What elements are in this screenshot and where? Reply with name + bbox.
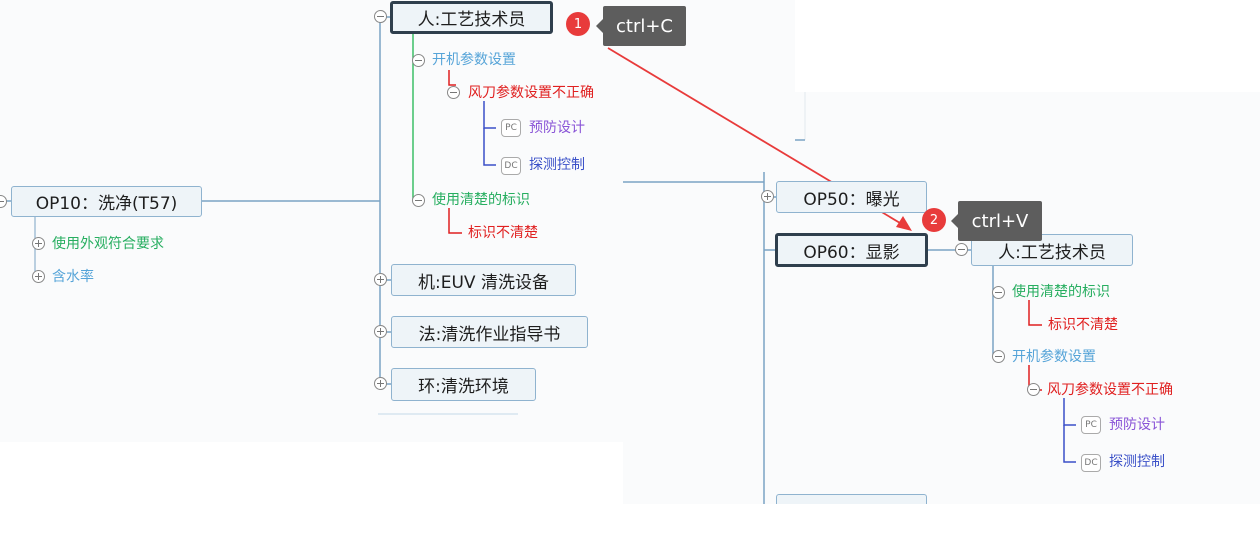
expand-method-toggle[interactable] [374, 325, 387, 338]
root-child-moisture[interactable]: 含水率 [52, 269, 94, 285]
collapse-clear-mark-toggle[interactable] [412, 194, 425, 207]
op60-node-selected[interactable]: OP60：显影 [775, 233, 928, 267]
branch-person-node-selected[interactable]: 人:工艺技术员 [390, 1, 553, 34]
pasted-startup-params-label[interactable]: 开机参数设置 [1012, 349, 1096, 365]
air-knife-label[interactable]: 风刀参数设置不正确 [468, 85, 594, 101]
collapse-pasted-startup-toggle[interactable] [992, 350, 1005, 363]
expand-op50-toggle[interactable] [761, 190, 774, 203]
detection-control-label[interactable]: 探测控制 [529, 157, 585, 173]
expand-env-toggle[interactable] [374, 377, 387, 390]
prevention-design-label[interactable]: 预防设计 [529, 120, 585, 136]
pasted-pc-badge-icon: PC [1081, 416, 1101, 434]
right-canvas [623, 92, 1260, 504]
step-1-badge: 1 [566, 12, 590, 36]
root-node-op10[interactable]: OP10：洗净(T57) [11, 186, 202, 217]
pasted-dc-badge-icon: DC [1081, 454, 1101, 472]
collapse-pasted-clear-mark-toggle[interactable] [992, 286, 1005, 299]
startup-params-label[interactable]: 开机参数设置 [432, 52, 516, 68]
pc-badge-icon: PC [501, 119, 521, 137]
collapse-startup-toggle[interactable] [412, 54, 425, 67]
bottom-cover [623, 504, 1260, 557]
op50-node[interactable]: OP50：曝光 [776, 181, 927, 213]
pasted-mark-unclear-label[interactable]: 标识不清楚 [1048, 317, 1118, 333]
expand-moisture-toggle[interactable] [32, 270, 45, 283]
collapse-airknife-toggle[interactable] [447, 86, 460, 99]
branch-machine-node[interactable]: 机:EUV 清洗设备 [391, 264, 576, 296]
mark-unclear-label[interactable]: 标识不清楚 [468, 225, 538, 241]
use-clear-mark-label[interactable]: 使用清楚的标识 [432, 192, 530, 208]
paste-shortcut-callout: ctrl+V [951, 201, 1042, 241]
dc-badge-icon: DC [501, 157, 521, 175]
pasted-prevention-design-label[interactable]: 预防设计 [1109, 417, 1165, 433]
expand-machine-toggle[interactable] [374, 273, 387, 286]
branch-env-node[interactable]: 环:清洗环境 [391, 368, 536, 401]
pasted-air-knife-label[interactable]: 风刀参数设置不正确 [1047, 382, 1173, 398]
collapse-pasted-airknife-toggle[interactable] [1027, 383, 1040, 396]
expand-appearance-toggle[interactable] [32, 237, 45, 250]
root-child-appearance[interactable]: 使用外观符合要求 [52, 236, 164, 252]
collapse-pasted-person-toggle[interactable] [955, 243, 968, 256]
branch-method-node[interactable]: 法:清洗作业指导书 [391, 316, 588, 348]
pasted-detection-control-label[interactable]: 探测控制 [1109, 454, 1165, 470]
pasted-use-clear-mark-label[interactable]: 使用清楚的标识 [1012, 284, 1110, 300]
step-2-badge: 2 [922, 208, 946, 232]
copy-shortcut-callout: ctrl+C [596, 6, 686, 46]
collapse-person-toggle[interactable] [374, 10, 387, 23]
